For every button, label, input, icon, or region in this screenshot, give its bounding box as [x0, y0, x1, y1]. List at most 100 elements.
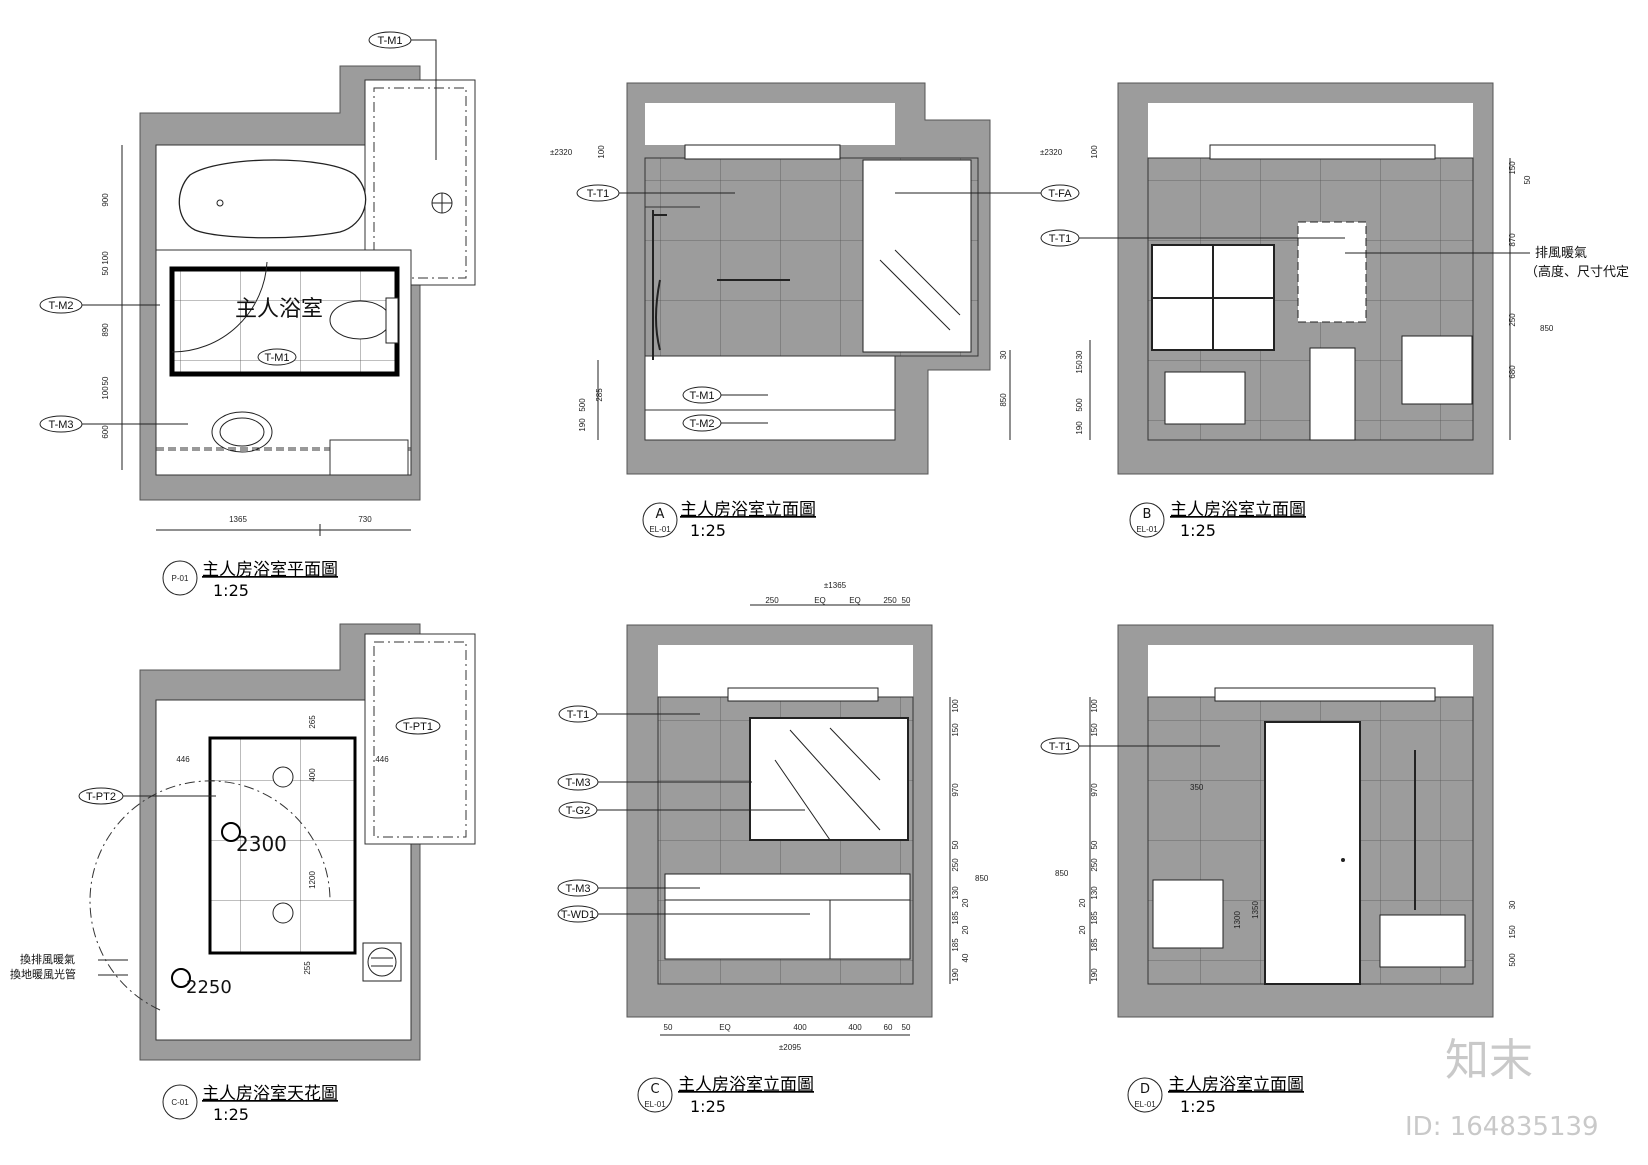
svg-text:900: 900 — [101, 193, 110, 207]
svg-text:150: 150 — [1090, 723, 1099, 737]
svg-text:EL-01: EL-01 — [1136, 525, 1158, 534]
exhaust-fan-icon — [362, 942, 402, 982]
elevation-a-dims: ±2320 100 500 285 190 30 850 — [550, 145, 1011, 440]
svg-text:1:25: 1:25 — [1180, 521, 1216, 540]
svg-text:T-M2: T-M2 — [689, 418, 714, 430]
svg-text:250: 250 — [1508, 313, 1517, 327]
svg-text:C: C — [650, 1082, 659, 1097]
svg-text:T-M3: T-M3 — [565, 883, 590, 895]
vanity-counter — [664, 873, 911, 960]
door — [1264, 721, 1361, 985]
svg-text:T-T1: T-T1 — [587, 188, 610, 200]
svg-text:A: A — [656, 507, 665, 522]
svg-text:50: 50 — [101, 376, 110, 385]
svg-text:（高度、尺寸代定: （高度、尺寸代定 — [1525, 264, 1629, 280]
svg-text:190: 190 — [1090, 968, 1099, 982]
svg-text:50: 50 — [902, 596, 911, 605]
svg-text:285: 285 — [595, 388, 604, 402]
elevation-c-title-block: C EL-01 主人房浴室立面圖 1:25 — [637, 1075, 814, 1116]
elevation-d-title-block: D EL-01 主人房浴室立面圖 1:25 — [1127, 1075, 1304, 1116]
floor-plan-title-block: P-01 主人房浴室平面圖 1:25 — [162, 560, 338, 600]
tag-T-M3: T-M3 — [39, 415, 188, 433]
svg-text:EL-01: EL-01 — [1134, 1100, 1156, 1109]
bathtub-elevation — [1164, 371, 1246, 425]
svg-text:40: 40 — [961, 953, 970, 962]
svg-text:1:25: 1:25 — [690, 1097, 726, 1116]
svg-text:250: 250 — [1090, 858, 1099, 872]
svg-text:50: 50 — [951, 840, 960, 849]
floor-plan-dims-vertical: 900 100 50 890 50 100 600 — [101, 145, 123, 470]
elevation-c: T-T1 T-M3 T-G2 T-M3 T-WD1 ±1365 250 EQ E… — [557, 581, 989, 1116]
svg-text:1365: 1365 — [229, 515, 247, 524]
svg-text:30: 30 — [999, 350, 1008, 359]
svg-text:1:25: 1:25 — [213, 1105, 249, 1124]
svg-text:30: 30 — [1508, 900, 1517, 909]
svg-text:850: 850 — [975, 874, 989, 883]
downlight-icon — [221, 822, 241, 842]
svg-text:排風暖氣: 排風暖氣 — [1535, 246, 1587, 261]
svg-text:1:25: 1:25 — [213, 581, 249, 600]
svg-text:主人房浴室立面圖: 主人房浴室立面圖 — [1168, 1075, 1304, 1095]
svg-text:400: 400 — [308, 768, 317, 782]
svg-text:±1365: ±1365 — [824, 581, 847, 590]
svg-text:T-T1: T-T1 — [567, 709, 590, 721]
svg-text:T-WD1: T-WD1 — [561, 909, 595, 921]
watermark-logo: 知末 — [1445, 1035, 1533, 1086]
elevation-d-tags: T-T1 — [1040, 737, 1220, 755]
svg-text:T-M1: T-M1 — [377, 35, 402, 47]
elevation-b-tags: T-T1 排風暖氣 （高度、尺寸代定 — [1040, 229, 1629, 280]
svg-text:換地暖風光管: 換地暖風光管 — [10, 967, 76, 981]
svg-text:20: 20 — [1078, 898, 1087, 907]
svg-text:185: 185 — [1090, 911, 1099, 925]
svg-text:190: 190 — [578, 418, 587, 432]
svg-text:50: 50 — [902, 1023, 911, 1032]
toilet-elevation — [1309, 347, 1356, 441]
mirror-cabinet — [862, 159, 972, 353]
ceiling-height-2: 2250 — [186, 977, 232, 998]
svg-text:EQ: EQ — [719, 1023, 731, 1032]
svg-text:T-T1: T-T1 — [1049, 741, 1072, 753]
vanity-elevation — [1401, 335, 1473, 405]
shower-set — [652, 210, 667, 360]
svg-text:185: 185 — [1090, 938, 1099, 952]
svg-text:185: 185 — [951, 911, 960, 925]
ceiling-plan-title-block: C-01 主人房浴室天花圖 1:25 — [162, 1084, 338, 1124]
elevation-b-dims: ±2320 100 30 150 500 190 150 50 870 250 … — [1040, 145, 1554, 440]
svg-text:870: 870 — [1508, 233, 1517, 247]
svg-text:±2320: ±2320 — [1040, 148, 1063, 157]
svg-text:446: 446 — [375, 755, 389, 764]
svg-text:250: 250 — [765, 596, 779, 605]
elevation-b: T-T1 排風暖氣 （高度、尺寸代定 ±2320 100 30 150 500 … — [1040, 82, 1629, 540]
ceiling-plan: 2300 2250 T-PT1 T-PT2 446 446 265 400 12… — [10, 623, 476, 1124]
svg-text:1300: 1300 — [1233, 911, 1242, 929]
svg-text:150: 150 — [1508, 925, 1517, 939]
svg-text:850: 850 — [1055, 869, 1069, 878]
watermark: 知末 ID: 164835139 — [1405, 1035, 1599, 1142]
svg-text:190: 190 — [1075, 421, 1084, 435]
svg-text:T-T1: T-T1 — [1049, 233, 1072, 245]
svg-text:±2320: ±2320 — [550, 148, 573, 157]
svg-text:850: 850 — [999, 393, 1008, 407]
svg-text:P-01: P-01 — [172, 574, 189, 583]
svg-text:970: 970 — [951, 783, 960, 797]
svg-text:主人房浴室立面圖: 主人房浴室立面圖 — [678, 1075, 814, 1095]
tag-T-M1-floor: T-M1 — [257, 348, 297, 366]
svg-text:130: 130 — [1090, 886, 1099, 900]
toilet — [329, 300, 391, 340]
svg-text:185: 185 — [951, 938, 960, 952]
svg-text:B: B — [1143, 507, 1152, 522]
svg-text:T-FA: T-FA — [1048, 188, 1072, 200]
floor-plan: T-M1 T-M2 T-M3 T-M1 主人浴室 900 100 50 890 … — [39, 31, 476, 600]
floor-plan-dims-horizontal: 1365 730 — [156, 515, 411, 536]
svg-text:T-G2: T-G2 — [566, 805, 590, 817]
svg-text:190: 190 — [951, 968, 960, 982]
svg-text:680: 680 — [1508, 365, 1517, 379]
svg-text:20: 20 — [961, 898, 970, 907]
svg-text:150: 150 — [1075, 360, 1084, 374]
svg-text:600: 600 — [101, 425, 110, 439]
svg-text:100: 100 — [1090, 145, 1099, 159]
svg-text:400: 400 — [848, 1023, 862, 1032]
svg-text:主人房浴室立面圖: 主人房浴室立面圖 — [1170, 500, 1306, 520]
svg-text:主人房浴室平面圖: 主人房浴室平面圖 — [202, 560, 338, 580]
bathtub — [178, 159, 367, 239]
